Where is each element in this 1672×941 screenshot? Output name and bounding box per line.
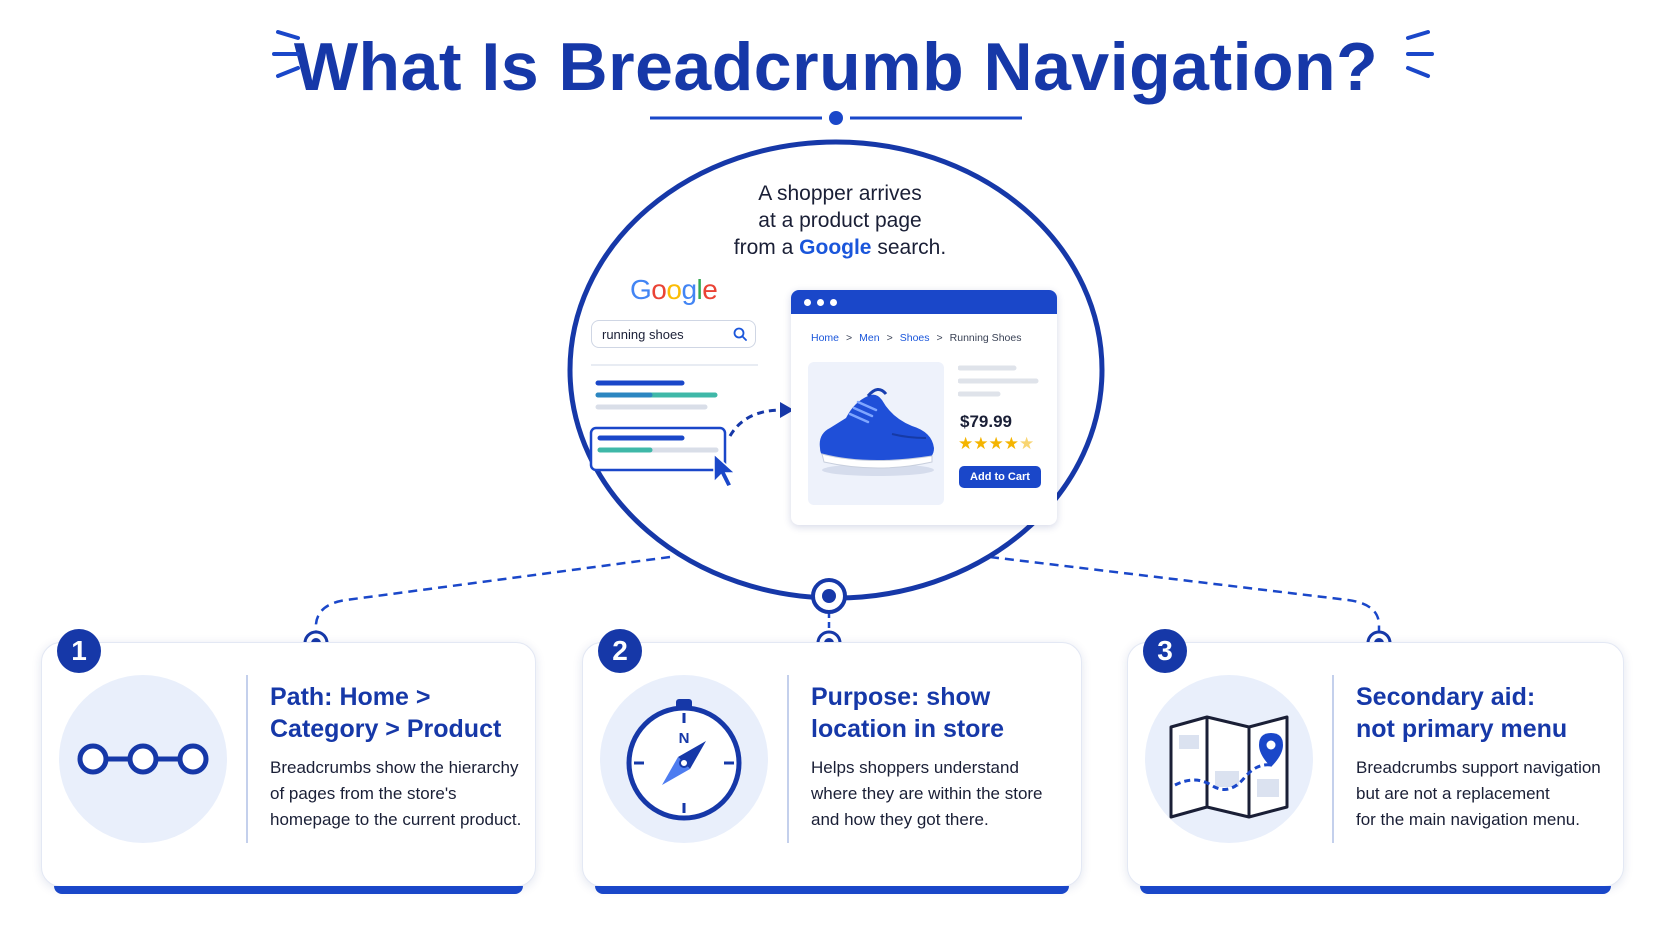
connector-left (314, 555, 671, 633)
breadcrumb-home[interactable]: Home (811, 332, 840, 344)
browser-titlebar (791, 290, 1057, 314)
card-accent-bar (54, 886, 523, 894)
card-divider (246, 675, 248, 843)
card-number: 3 (1143, 629, 1187, 673)
page-title: What Is Breadcrumb Navigation? (293, 29, 1379, 105)
add-to-cart-button[interactable]: Add to Cart (959, 466, 1041, 488)
rating-stars-icon: ★★★★★ (958, 434, 1035, 453)
card-icon-bg (1145, 675, 1313, 843)
card-heading: Purpose: show location in store (811, 683, 1005, 743)
intro-text: A shopper arrives at a product page from… (660, 180, 1020, 261)
title-right-deco-icon (1406, 30, 1434, 78)
window-dot-icon (830, 299, 837, 306)
cursor-icon (713, 452, 737, 488)
breadcrumb-current: Running Shoes (949, 332, 1022, 344)
card-path: 1 Path: Home > Category > Product Breadc… (41, 629, 536, 894)
title-underline (650, 111, 1022, 125)
connector-right (989, 555, 1381, 633)
compass-icon: N (626, 699, 742, 821)
card-heading: Path: Home > Category > Product (270, 683, 502, 743)
window-dot-icon (804, 299, 811, 306)
card-body: Breadcrumbs show the hierarchy of pages … (270, 758, 522, 829)
product-detail-lines (958, 365, 1039, 397)
intro-line-3: from a Google search. (733, 236, 947, 259)
google-word: Google (799, 236, 872, 259)
svg-text:N: N (679, 730, 690, 747)
product-page-window: Home>Men>Shoes>Running Shoes $79.99 ★★★★… (791, 290, 1057, 525)
card-heading: Secondary aid: not primary menu (1356, 683, 1568, 743)
card-secondary: 3 Secondary aid: not primary menu Breadc… (1127, 629, 1624, 894)
intro-line-1: A shopper arrives (758, 182, 922, 205)
card-body: Helps shoppers understand where they are… (811, 758, 1043, 829)
intro-line-2: at a product page (758, 209, 922, 232)
running-shoe-icon (819, 388, 934, 476)
card-icon-bg: N (600, 675, 768, 843)
breadcrumb-men[interactable]: Men (859, 332, 880, 344)
map-icon (1169, 715, 1289, 819)
breadcrumb-shoes[interactable]: Shoes (899, 332, 930, 344)
product-price: $79.99 (960, 412, 1012, 431)
card-number: 1 (57, 629, 101, 673)
card-divider (1332, 675, 1334, 843)
card-icon-bg (59, 675, 227, 843)
card-purpose: 2 N Purpose: show location in store Help… (582, 629, 1082, 894)
title-left-deco-icon (272, 30, 300, 78)
card-body: Breadcrumbs support navigation but are n… (1356, 758, 1601, 829)
card-accent-bar (595, 886, 1069, 894)
breadcrumb: Home>Men>Shoes>Running Shoes (811, 332, 1022, 344)
google-logo: Google (630, 274, 718, 305)
search-query: running shoes (602, 327, 684, 342)
search-input[interactable]: running shoes (591, 320, 756, 348)
window-dot-icon (817, 299, 824, 306)
card-divider (787, 675, 789, 843)
search-icon[interactable] (733, 327, 747, 341)
card-number: 2 (598, 629, 642, 673)
product-image (808, 362, 944, 505)
arrow-icon (728, 408, 783, 437)
breadcrumb-path-icon (77, 743, 209, 775)
card-accent-bar (1140, 886, 1611, 894)
